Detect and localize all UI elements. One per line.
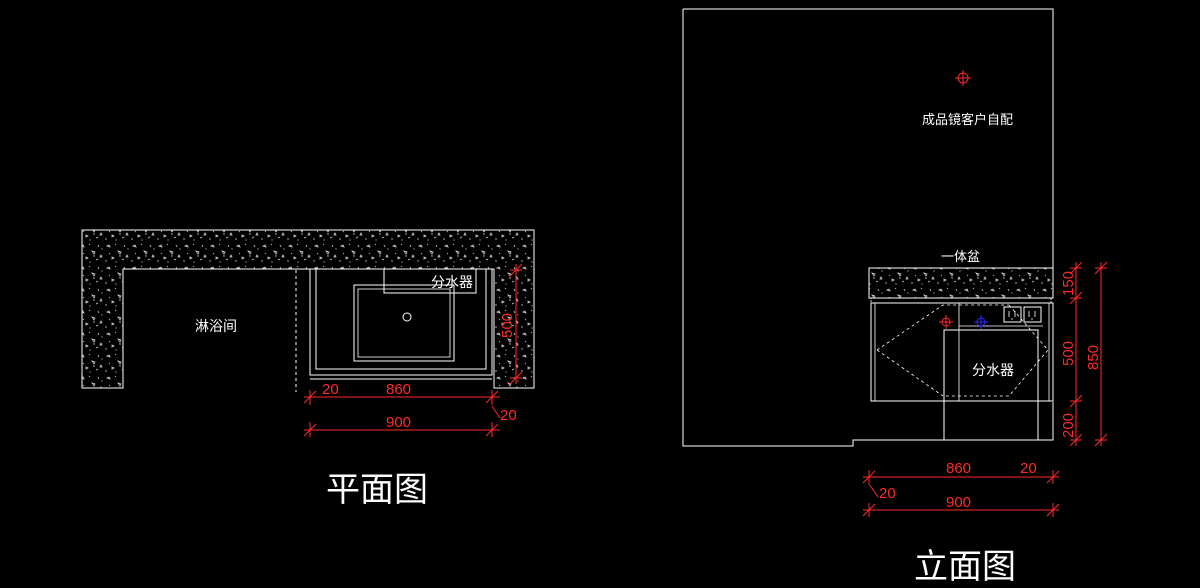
plan-view: 分水器 淋浴间 20 860 20 900 500 平面图 bbox=[81, 229, 535, 510]
plan-dimensions bbox=[303, 263, 523, 437]
elevation-view: 成品镜客户自配 一体盆 分水器 bbox=[682, 8, 1108, 587]
elevation-basin-label: 一体盆 bbox=[941, 250, 980, 265]
elevation-dim-150: 150 bbox=[1060, 271, 1077, 296]
plan-dim-20-right: 20 bbox=[500, 407, 517, 424]
elevation-cabinet bbox=[870, 302, 1054, 402]
plan-sink-basin-inner bbox=[357, 288, 451, 358]
plan-drain bbox=[402, 312, 412, 322]
elevation-dim-200: 200 bbox=[1060, 413, 1077, 438]
plan-dim-500: 500 bbox=[499, 313, 516, 338]
plan-sink-basin bbox=[353, 284, 455, 362]
elevation-dim-860: 860 bbox=[946, 460, 971, 477]
elevation-countertop-edge bbox=[870, 297, 1052, 304]
elevation-dim-900: 900 bbox=[946, 494, 971, 511]
elevation-title: 立面图 bbox=[914, 547, 1016, 587]
elevation-dim-500: 500 bbox=[1060, 341, 1077, 366]
elevation-dim-20-left: 20 bbox=[879, 485, 896, 502]
plan-title: 平面图 bbox=[326, 470, 428, 510]
plan-dim-20-left: 20 bbox=[322, 381, 339, 398]
plan-countertop bbox=[81, 229, 535, 389]
plan-diverter-box bbox=[383, 268, 477, 294]
water-inlet-red-marker bbox=[939, 315, 953, 329]
elevation-diverter-box bbox=[943, 329, 1039, 441]
outlet-pins bbox=[1008, 311, 1036, 320]
elevation-mirror-outline bbox=[682, 8, 1054, 447]
elevation-dim-20-right: 20 bbox=[1020, 460, 1037, 477]
outlet-right bbox=[1023, 306, 1042, 323]
elevation-diverter-label: 分水器 bbox=[972, 363, 1014, 379]
plan-shower-label: 淋浴间 bbox=[195, 319, 237, 335]
plan-diverter-label: 分水器 bbox=[431, 275, 473, 291]
mirror-center-marker bbox=[955, 70, 971, 86]
elevation-horizontal-dimensions bbox=[862, 470, 1060, 517]
elevation-vertical-dimensions bbox=[1069, 261, 1108, 447]
plan-dim-900: 900 bbox=[386, 414, 411, 431]
plan-dim-860: 860 bbox=[386, 381, 411, 398]
elevation-mirror-note: 成品镜客户自配 bbox=[922, 112, 1013, 128]
elevation-dim-850: 850 bbox=[1085, 345, 1102, 370]
water-inlet-blue-marker bbox=[974, 315, 988, 329]
elevation-basin-hidden bbox=[876, 304, 1049, 397]
outlet-left bbox=[1003, 306, 1022, 323]
elevation-countertop bbox=[868, 267, 1054, 299]
